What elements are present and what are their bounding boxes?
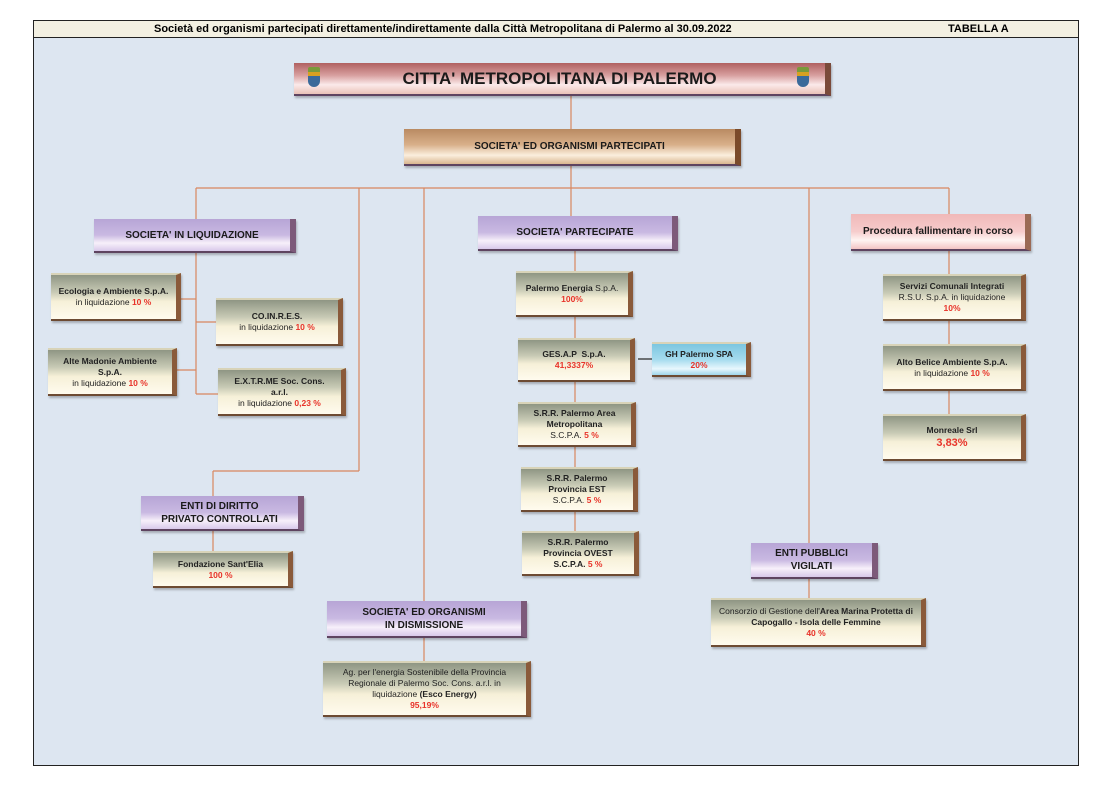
group-title: SOCIETA' PARTECIPATE [516, 227, 634, 238]
root-node: CITTA' METROPOLITANA DI PALERMO [294, 63, 831, 96]
group-title: Procedura fallimentare in corso [862, 226, 1014, 237]
entity-name: S.R.R. Palermo Provincia EST [546, 473, 608, 494]
entity-name: Area Marina Protetta di Capogallo - Isol… [751, 606, 913, 627]
group-title: VIGILATI [790, 561, 833, 572]
entity-name: Fondazione Sant'Elia [177, 558, 264, 569]
entity-name: S.R.R. Palermo Provincia OVEST [543, 537, 613, 558]
entity-status: in liquidazione [238, 397, 293, 408]
entity-percent: 100% [561, 294, 583, 304]
entity-percent: 100 % [208, 569, 233, 580]
entity-name: Monreale Srl [926, 425, 978, 435]
entity-name: GH Palermo SPA [665, 348, 733, 359]
entity-gesap: GES.A.P S.p.A.41,3337% [518, 338, 635, 382]
entity-percent: 0,23 % [294, 397, 321, 408]
entity-name: Alto Belice Ambiente S.p.A. [896, 356, 1008, 367]
main-group-node: SOCIETA' ED ORGANISMI PARTECIPATI [404, 129, 741, 166]
chart-title: Società ed organismi partecipati diretta… [154, 23, 732, 35]
group-enti-pubblici: ENTI PUBBLICI VIGILATI [751, 543, 878, 579]
entity-suffix: S.p.A. [595, 283, 619, 293]
coat-of-arms-icon [308, 67, 320, 87]
group-liquidazione: SOCIETA' IN LIQUIDAZIONE [94, 219, 296, 253]
entity-name: Palermo Energia [525, 283, 593, 293]
group-title: ENTI DI DIRITTO [180, 500, 259, 512]
entity-percent: 3,83% [936, 437, 968, 449]
entity-suffix: S.C.P.A. [553, 559, 586, 569]
entity-name: E.X.T.R.ME Soc. Cons. a.r.l. [234, 375, 325, 397]
entity-status: in liquidazione [75, 297, 130, 307]
org-chart-frame: Società ed organismi partecipati diretta… [33, 20, 1079, 766]
entity-name: Ecologia e Ambiente S.p.A. [58, 286, 169, 296]
entity-prefix: Consorzio di Gestione dell' [719, 606, 820, 616]
entity-percent: 10 % [295, 322, 315, 332]
entity-percent: 10 % [128, 377, 148, 388]
entity-percent: 40 % [806, 628, 826, 638]
root-title: CITTA' METROPOLITANA DI PALERMO [402, 69, 717, 88]
entity-alte-madonie: Alte Madonie Ambiente S.p.A.in liquidazi… [48, 348, 177, 396]
entity-percent: 10 % [970, 367, 990, 378]
entity-esco-energy: Ag. per l'energia Sostenibile della Prov… [323, 661, 531, 717]
group-title: PRIVATO CONTROLLATI [161, 513, 278, 525]
group-title: SOCIETA' IN LIQUIDAZIONE [125, 229, 259, 241]
group-title: ENTI PUBBLICI [775, 548, 848, 559]
group-partecipate: SOCIETA' PARTECIPATE [478, 216, 678, 251]
group-title: IN DISMISSIONE [384, 619, 464, 631]
entity-percent: 95,19% [410, 700, 439, 710]
group-fallimentare: Procedura fallimentare in corso [851, 214, 1031, 251]
entity-monreale: Monreale Srl 3,83% [883, 414, 1026, 461]
entity-status: in liquidazione [239, 322, 294, 332]
entity-name: S.R.R. Palermo Area Metropolitana [533, 408, 616, 429]
entity-suffix: S.C.P.A. [552, 495, 585, 505]
entity-consorzio-capogallo: Consorzio di Gestione dell'Area Marina P… [711, 598, 926, 647]
entity-percent: 5 % [584, 430, 599, 440]
coat-of-arms-icon [797, 67, 809, 87]
entity-percent: 10 % [131, 297, 152, 307]
entity-percent: 10% [943, 303, 961, 313]
entity-alias: (Esco Energy) [419, 689, 477, 699]
title-bar: Società ed organismi partecipati diretta… [34, 21, 1078, 38]
entity-name: Servizi Comunali Integrati [899, 281, 1005, 291]
entity-alto-belice: Alto Belice Ambiente S.p.A.in liquidazio… [883, 344, 1026, 391]
entity-percent: 5 % [587, 559, 603, 569]
entity-status: in liquidazione [72, 377, 127, 388]
entity-coinres: CO.IN.R.E.S.in liquidazione 10 % [216, 298, 343, 346]
entity-name: CO.IN.R.E.S. [251, 311, 303, 321]
entity-percent: 20% [690, 359, 708, 370]
entity-extrme: E.X.T.R.ME Soc. Cons. a.r.l.in liquidazi… [218, 368, 346, 416]
entity-suffix: S.C.P.A. [550, 430, 582, 440]
entity-percent: 5 % [586, 495, 602, 505]
entity-name: Ag. per l'energia Sostenibile della Prov… [342, 667, 507, 699]
entity-ecologia: Ecologia e Ambiente S.p.A.in liquidazion… [51, 273, 181, 321]
group-title: SOCIETA' ED ORGANISMI [362, 606, 486, 618]
entity-name: GES.A.P S.p.A. [542, 349, 606, 359]
table-label: TABELLA A [948, 23, 1009, 35]
entity-status: R.S.U. S.p.A. in liquidazione [898, 292, 1006, 302]
entity-palermo-energia: Palermo Energia S.p.A. 100% [516, 271, 633, 317]
entity-percent: 41,3337% [554, 360, 594, 370]
entity-status: in liquidazione [914, 367, 969, 378]
main-group-title: SOCIETA' ED ORGANISMI PARTECIPATI [474, 141, 665, 152]
entity-name: Alte Madonie Ambiente S.p.A. [63, 355, 157, 377]
